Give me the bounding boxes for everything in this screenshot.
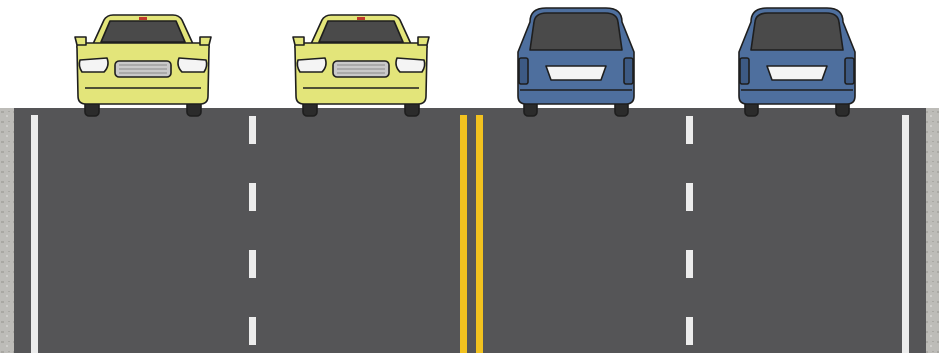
yellow-car-front-2 xyxy=(293,15,429,116)
center-line-left xyxy=(460,115,467,353)
car-front-icon xyxy=(293,15,429,116)
van-rear-icon xyxy=(739,8,855,116)
blue-van-rear-1 xyxy=(518,8,634,116)
left-edge-line xyxy=(31,115,38,353)
left-curb xyxy=(0,108,14,353)
car-front-icon xyxy=(75,15,211,116)
center-line-right xyxy=(476,115,483,353)
blue-van-rear-2 xyxy=(739,8,855,116)
right-curb xyxy=(926,108,939,353)
yellow-car-front-1 xyxy=(75,15,211,116)
right-edge-line xyxy=(902,115,909,353)
van-rear-icon xyxy=(518,8,634,116)
asphalt xyxy=(12,108,928,353)
